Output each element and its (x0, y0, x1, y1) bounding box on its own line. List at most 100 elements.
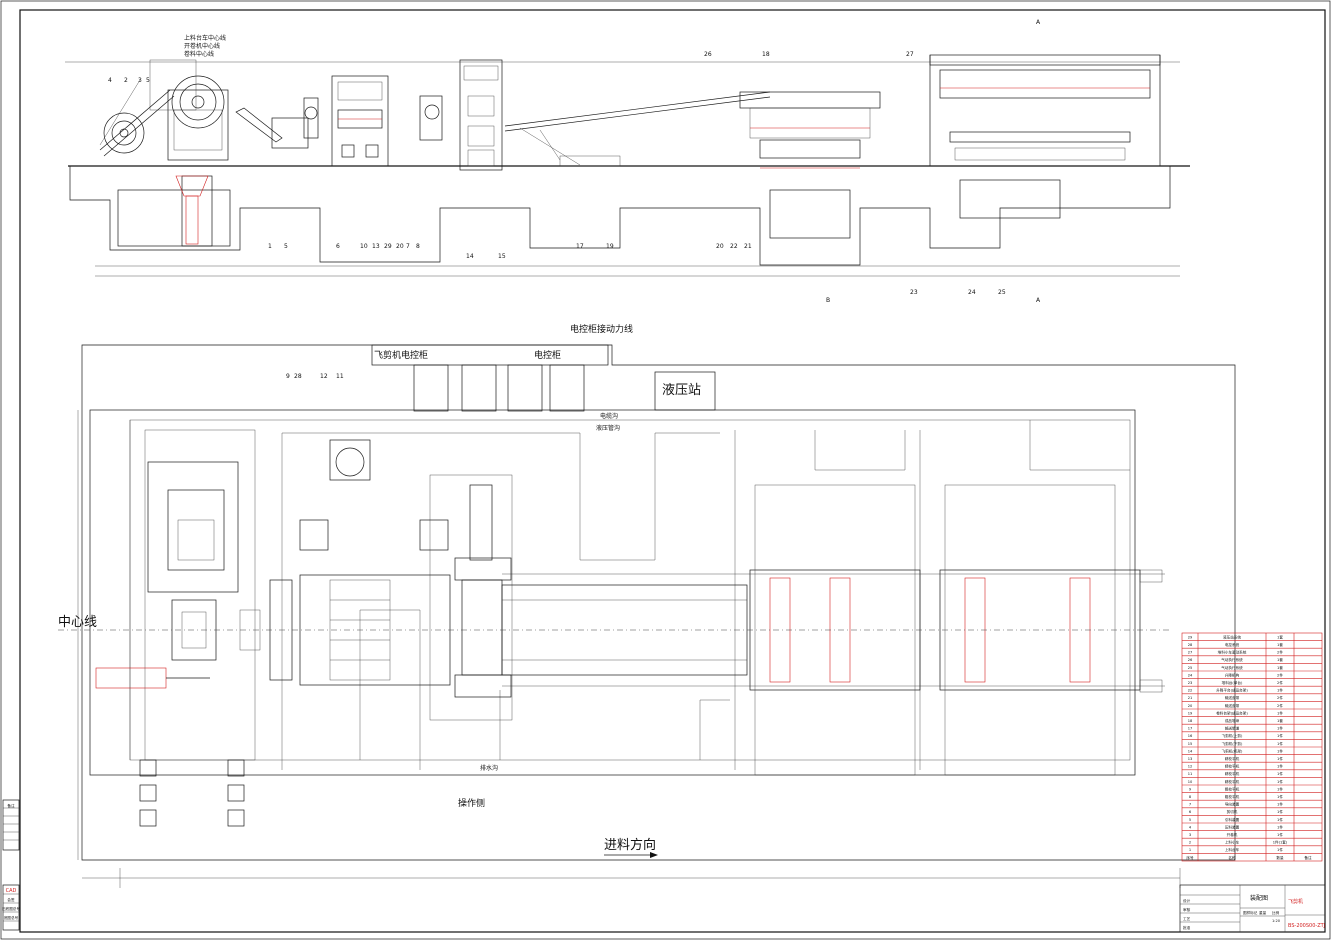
label-flying-shear-cabinet: 飞剪机电控柜 (374, 349, 428, 361)
parts-table-cell: 开卷机 (1227, 832, 1238, 837)
parts-table-cell: 11 (1188, 772, 1193, 776)
callout-number: 19 (606, 243, 614, 250)
parts-table-cell: 气动执行系统 (1221, 657, 1243, 662)
parts-table-cell: 1套 (1277, 657, 1283, 662)
parts-table-header: 名称 (1228, 855, 1236, 860)
parts-table-cell: 精校平机 (1225, 779, 1240, 784)
parts-table-cell: 飞剪机(上剪) (1222, 733, 1243, 738)
parts-table-cell: 1件 (1277, 688, 1283, 693)
title-block-row-review: 审核 (1183, 907, 1191, 912)
parts-table-cell: 1件 (1277, 809, 1283, 814)
callout-number: 21 (744, 243, 752, 250)
parts-table-cell: 19 (1188, 711, 1193, 715)
parts-table-cell: 2件 (1277, 672, 1283, 677)
title-block (1179, 884, 1326, 933)
parts-table-cell: 13 (1188, 757, 1193, 761)
strip-label-cad: CAD (6, 888, 17, 894)
title-block-field-mark: 图样标记 (1243, 910, 1258, 915)
parts-table-cell: 1件 (1277, 786, 1283, 791)
parts-table-cell: 上料台车 (1225, 847, 1240, 852)
callout-number: 7 (406, 243, 410, 250)
parts-table-cell: 12 (1188, 765, 1193, 769)
parts-table-cell: 1件 (1277, 764, 1283, 769)
callout-number: 1 (268, 243, 272, 250)
label-center-line: 中心线 (58, 615, 97, 630)
parts-table-cell: 引料装置 (1225, 817, 1240, 822)
parts-table-cell: 输送辊道 (1225, 726, 1240, 731)
parts-table-cell: 2 (1189, 841, 1191, 845)
parts-table-cell: 1套 (1277, 634, 1283, 639)
parts-table-cell: 堆料小车驱动系统 (1218, 650, 1247, 655)
callout-number: 11 (336, 373, 344, 380)
callout-number: 10 (360, 243, 368, 250)
parts-table-cell: 卷料台架(成品台架) (1216, 710, 1248, 715)
parts-table-cell: 压料装置 (1225, 824, 1240, 829)
title-block-code: BS-200S00-ZTJ (1288, 923, 1325, 929)
title-block-field-scale: 比例 (1272, 910, 1280, 915)
callout-number: 3 (138, 77, 142, 84)
parts-table-cell: 20 (1188, 704, 1193, 708)
label-operation-side: 操作侧 (458, 797, 485, 809)
parts-table-cell: 2件 (1277, 680, 1283, 685)
callout-number: 23 (910, 289, 918, 296)
parts-table-cell: 2件 (1277, 650, 1283, 655)
parts-table-cell: 输送皮带 (1225, 703, 1240, 708)
parts-table-cell: 7 (1189, 803, 1191, 807)
parts-table-cell: 1件 (1277, 741, 1283, 746)
parts-table-cell: 1件 (1277, 802, 1283, 807)
parts-table-cell: 27 (1188, 651, 1193, 655)
left-margin-strip: 备注 CAD 会签 旧底图总号 底图总号 (2, 799, 20, 931)
callout-number: 15 (498, 253, 506, 260)
parts-table-cell: 电控系统 (1225, 642, 1240, 647)
callout-number: 18 (762, 51, 770, 58)
parts-table-cell: 1件 (1277, 847, 1283, 852)
top-label-uncoiler-line: 开卷机中心线 (184, 42, 220, 50)
parts-table-cell: 21 (1188, 696, 1193, 700)
parts-table-cell: 导向装置 (1225, 802, 1240, 807)
parts-table-cell: 26 (1188, 658, 1193, 662)
parts-table-cell: 2件 (1277, 695, 1283, 700)
callout-number: 24 (968, 289, 976, 296)
callout-number: 5 (284, 243, 288, 250)
title-block-mid: 装配图 (1250, 894, 1268, 902)
top-label-coil-line: 卷料中心线 (184, 50, 214, 58)
parts-table-cell: 粗校平机 (1225, 786, 1240, 791)
svg-text:A: A (1036, 19, 1041, 26)
parts-table-cell: 1件 (1277, 779, 1283, 784)
parts-table-header: 序号 (1186, 855, 1194, 860)
parts-table-cell: 1套 (1277, 665, 1283, 670)
parts-table-cell: 剪切机 (1227, 809, 1238, 814)
parts-table-cell: 1件 (1277, 771, 1283, 776)
parts-table-cell: 液压站系统 (1223, 634, 1241, 639)
parts-table-cell: 成品堆垛 (1225, 718, 1240, 723)
parts-table-cell: 1件 (1277, 726, 1283, 731)
title-block-row-design: 设计 (1183, 898, 1191, 903)
callout-number: 14 (466, 253, 474, 260)
label-feed-direction: 进料方向 (604, 837, 656, 853)
callout-number: 26 (704, 51, 712, 58)
parts-table-cell: 8 (1189, 795, 1192, 799)
label-drain-trench: 排水沟 (480, 764, 498, 772)
parts-table-header: 数量 (1276, 855, 1284, 860)
parts-table-cell: 14 (1188, 749, 1193, 753)
callout-number: 29 (384, 243, 392, 250)
label-hydraulic-station: 液压站 (662, 383, 701, 398)
parts-table-cell: 6 (1189, 810, 1192, 814)
callout-number: 13 (372, 243, 380, 250)
label-electric-cabinet: 电控柜 (534, 349, 561, 361)
parts-table-cell: 精校平机 (1225, 756, 1240, 761)
parts-table-cell: 1件 (1277, 733, 1283, 738)
callout-number: 22 (730, 243, 738, 250)
label-cable-trench: 电缆沟 (600, 412, 618, 420)
parts-table-cell: 17 (1188, 727, 1193, 731)
callout-number: 2 (124, 77, 128, 84)
strip-label-remark: 备注 (7, 803, 15, 808)
parts-table-cell: 上料小车 (1225, 840, 1240, 845)
parts-table-cell: 精校平机 (1225, 764, 1240, 769)
strip-label-base: 底图总号 (4, 915, 19, 920)
callout-number: 12 (320, 373, 328, 380)
